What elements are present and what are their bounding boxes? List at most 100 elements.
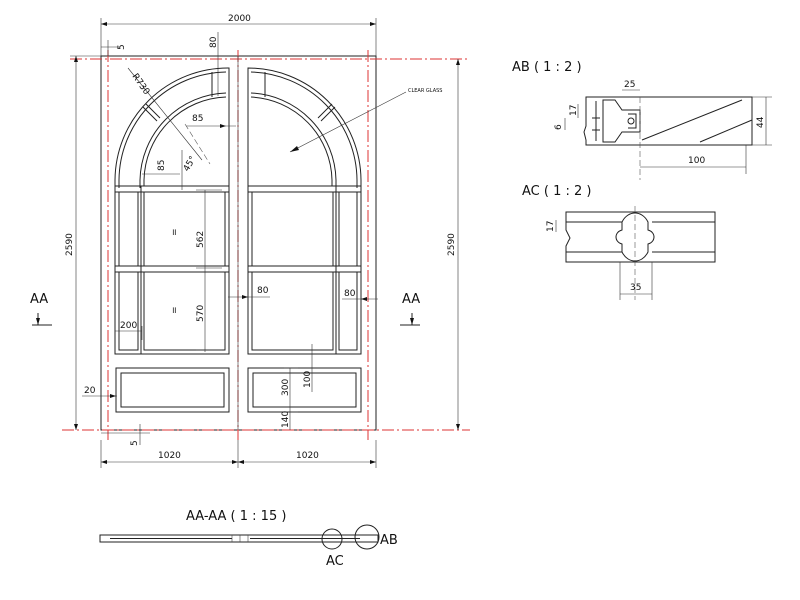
dim-top-rail: 80 <box>209 32 219 96</box>
dim-height-left: 2590 <box>65 55 101 430</box>
dim-leaf-left-label: 1020 <box>158 451 181 461</box>
dim-side-gap-20: 20 <box>82 386 117 398</box>
right-transom-upper <box>247 185 362 193</box>
right-leaf <box>247 67 362 413</box>
dim-pane-upper-label: 562 <box>196 231 206 248</box>
dim-side-gap-20-label: 20 <box>84 386 96 396</box>
dim-gap-bottom: 5 <box>101 424 150 446</box>
detail-ac-profile <box>565 211 716 263</box>
section-marker-right: AA <box>400 292 420 326</box>
dim-arch-radius: R730 <box>127 67 203 161</box>
detail-ab-bead <box>602 99 641 143</box>
detail-ab-title: AB ( 1 : 2 ) <box>512 60 582 75</box>
dim-bottom-panel-label: 300 <box>281 379 291 396</box>
right-lower-frame <box>247 185 362 355</box>
right-pane-side-bot <box>338 271 358 351</box>
section-aa-body <box>99 534 379 543</box>
callout-ac-circle <box>321 528 343 550</box>
detail-ac-title: AC ( 1 : 2 ) <box>522 184 591 199</box>
dim-center-stile-label: 80 <box>257 286 269 296</box>
callout-ac-label: AC <box>326 554 344 569</box>
right-arch-outer <box>247 67 362 190</box>
detail-ab-dim-44: 44 <box>756 116 766 128</box>
dim-panel-inset-label: 100 <box>303 371 313 388</box>
dim-bottom-rail-label: 140 <box>281 411 291 428</box>
dim-arch-inner: 85 <box>186 114 236 128</box>
dim-gap-top: 5 <box>101 40 127 56</box>
detail-ab-hatch-1 <box>641 99 743 141</box>
dim-angle-label: 45° <box>182 155 199 174</box>
left-pane-side-top <box>118 191 139 267</box>
right-arch-bar-diag2 <box>320 106 336 122</box>
left-lower-frame <box>114 185 230 355</box>
dim-rail-200-label: 200 <box>120 321 137 331</box>
left-arch-outer <box>114 67 230 190</box>
right-bottom-panel-inner <box>252 372 357 408</box>
right-pane-main-bot <box>251 271 334 351</box>
dim-height-right-label: 2590 <box>447 233 457 256</box>
dim-pane-heights: 562 570 = = <box>170 189 222 352</box>
dim-equal-top: = <box>170 228 180 236</box>
dim-side-stile-label: 80 <box>344 289 356 299</box>
detail-ac-dim-17: 17 <box>546 221 556 232</box>
dim-gap-top-label: 5 <box>117 44 127 50</box>
section-aa-title: AA-AA ( 1 : 15 ) <box>186 509 286 524</box>
right-bottom-panel <box>247 367 362 413</box>
left-transom-upper <box>114 185 230 193</box>
left-leaf <box>114 67 230 413</box>
dim-gap-bottom-label: 5 <box>130 440 140 446</box>
detail-ab-dim-100: 100 <box>688 156 705 166</box>
right-arch-inner <box>250 92 337 188</box>
detail-ab-dim-17: 17 <box>569 105 579 116</box>
detail-ab-dim-25: 25 <box>624 80 635 90</box>
section-right-label: AA <box>402 292 420 307</box>
clear-glass-label: CLEAR GLASS <box>408 88 442 94</box>
detail-ac-inner-lines <box>566 221 715 253</box>
callout-ab-circle <box>354 524 380 550</box>
dim-leaf-right-label: 1020 <box>296 451 319 461</box>
detail-ab-inner-lines <box>592 101 600 141</box>
left-arch-bar-diag2 <box>142 106 158 122</box>
dim-equal-bottom: = <box>170 306 180 314</box>
left-arch-outer2 <box>118 71 227 188</box>
left-arch-inner <box>139 92 227 188</box>
right-transom-mid <box>247 265 362 273</box>
door-elevation: 2000 5 80 R730 85 85 <box>30 14 470 468</box>
left-arch-inner2 <box>143 96 227 186</box>
left-pane-side-bot <box>118 271 139 351</box>
left-arch-bar-diag <box>145 103 161 119</box>
callout-ab-label: AB <box>380 533 398 548</box>
detail-ab-profile <box>583 96 753 146</box>
right-arch-outer2 <box>250 71 358 188</box>
detail-ab-groove <box>627 117 635 125</box>
dim-bottom-panel: 300 140 100 <box>281 344 313 430</box>
detail-ab-dim-6: 6 <box>554 124 564 130</box>
detail-ac-dim-35: 35 <box>630 283 641 293</box>
dim-total-width-label: 2000 <box>228 14 251 24</box>
right-pane-main-top <box>251 191 334 267</box>
section-aa: AA-AA ( 1 : 15 ) AC AB <box>99 509 398 569</box>
left-bottom-panel-inner <box>120 372 225 408</box>
clear-glass-callout: CLEAR GLASS <box>289 88 442 153</box>
right-arch-bar-diag <box>317 103 333 119</box>
section-left-label: AA <box>30 292 48 307</box>
dim-arch-inner-label: 85 <box>192 114 203 124</box>
dim-total-width: 2000 <box>100 14 377 56</box>
dim-rail-200: 200 <box>115 321 143 340</box>
dim-top-rail-label: 80 <box>209 36 219 48</box>
detail-ab-hatch-2 <box>699 119 753 143</box>
left-pane-main-top <box>143 191 226 267</box>
right-pane-side-top <box>338 191 358 267</box>
detail-ac: AC ( 1 : 2 ) 17 35 <box>522 184 716 300</box>
dim-pane-lower-label: 570 <box>196 305 206 322</box>
left-pane-main-bot <box>143 271 226 351</box>
left-transom-mid <box>114 265 230 273</box>
dim-side-stile: 80 <box>342 289 378 301</box>
dim-height-right: 2590 <box>447 59 460 430</box>
dim-height-left-label: 2590 <box>65 233 75 256</box>
section-marker-left: AA <box>30 292 52 326</box>
dim-mullion-85-label: 85 <box>157 160 167 171</box>
right-arch-inner2 <box>250 96 333 186</box>
dim-center-stile: 80 <box>228 286 270 299</box>
